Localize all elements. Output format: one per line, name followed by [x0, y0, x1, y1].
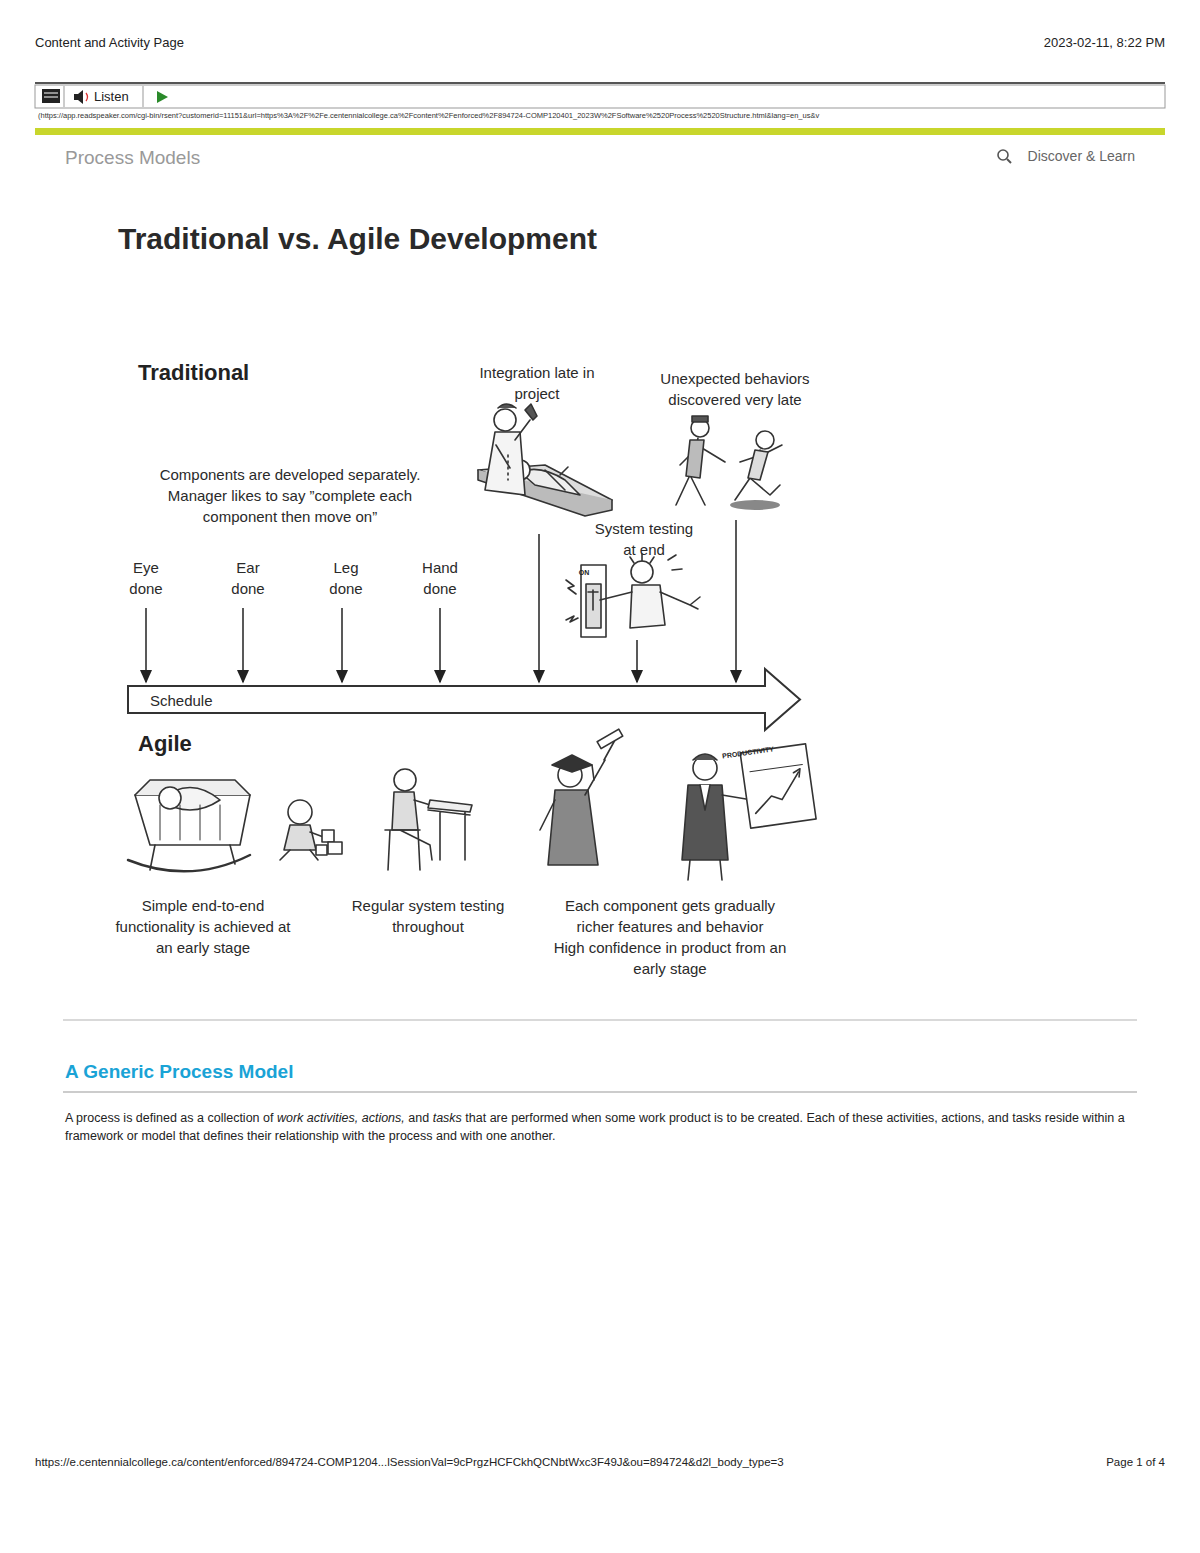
callout: Unexpected behaviors discovered very lat…: [645, 368, 825, 410]
paragraph-text: work activities, actions,: [277, 1111, 405, 1125]
section-heading: A Generic Process Model: [65, 1061, 565, 1083]
page-date: 2023-02-11, 8:22 PM: [865, 35, 1165, 50]
page-heading: Process Models: [65, 147, 365, 169]
section-label: Traditional: [138, 360, 298, 386]
section-label: Agile: [138, 731, 258, 757]
paragraph-text: A process is defined as a collection of: [65, 1111, 273, 1125]
callout: System testing at end: [589, 518, 699, 560]
switch-label: ON: [574, 568, 594, 577]
caption: Simple end-to-end functionality is achie…: [108, 895, 298, 958]
caption: Regular system testing throughout: [348, 895, 508, 937]
readspeaker-url: (https://app.readspeaker.com/cgi-bin/rse…: [38, 111, 1163, 120]
milestone: Eye done: [116, 557, 176, 599]
paragraph: A process is defined as a collection of w…: [65, 1109, 1135, 1145]
diagram-title: Traditional vs. Agile Development: [118, 222, 818, 256]
paragraph-text: and: [408, 1111, 429, 1125]
paragraph-text: tasks: [433, 1111, 462, 1125]
note: Components are developed separately. Man…: [140, 464, 440, 527]
caption: High confidence in product from an early…: [550, 937, 790, 979]
listen-button: Listen: [94, 89, 142, 104]
caption: Each component gets gradually richer fea…: [550, 895, 790, 937]
timeline-label: Schedule: [150, 690, 250, 711]
page-number: Page 1 of 4: [1045, 1456, 1165, 1468]
milestone: Hand done: [410, 557, 470, 599]
page-footer-url: https://e.centennialcollege.ca/content/e…: [35, 1456, 1035, 1468]
discover-link: Discover & Learn: [1005, 148, 1135, 164]
page-header: Content and Activity Page: [35, 35, 435, 50]
callout: Integration late in project: [472, 362, 602, 404]
milestone: Leg done: [316, 557, 376, 599]
milestone: Ear done: [218, 557, 278, 599]
